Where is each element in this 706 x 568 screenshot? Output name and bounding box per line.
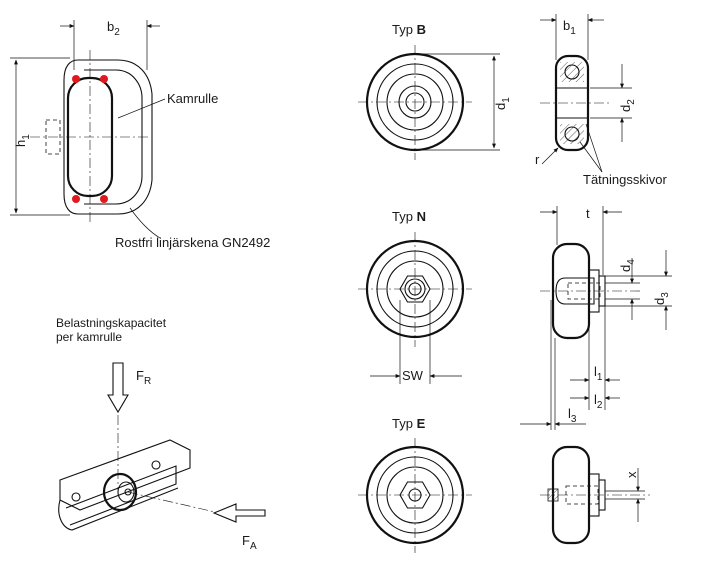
type-n-title: Typ N [392,209,426,224]
l2-label: l2 [594,392,603,411]
d1-label: d1 [493,97,512,110]
type-b-front-view: Typ B d1 [358,22,512,160]
b2-label: b2 [107,19,120,38]
fa-label: FA [242,533,257,552]
rail-label: Rostfri linjärskena GN2492 [115,235,270,250]
d4-label: d4 [618,259,637,272]
t-label: t [586,206,590,221]
type-e-title: Typ E [392,416,426,431]
r-label: r [535,152,540,167]
contact-point [72,195,80,203]
contact-point [72,75,80,83]
type-e-front-view: Typ E [358,416,472,553]
type-e-side-view: x [540,445,650,545]
type-b-section-view: b1 d2 r Tätningsskivor [535,14,667,187]
type-n-side-view: t d4 d3 l1 l2 l3 [520,206,672,430]
load-title-line2: per kamrulle [56,330,122,344]
rail-section-view: b2 h1 Kamrulle Rostfri linjärskena GN249… [10,19,270,250]
type-b-title: Typ B [392,22,426,37]
d2-label: d2 [618,99,637,112]
kamrulle-label: Kamrulle [167,91,218,106]
seals-label: Tätningsskivor [583,172,667,187]
x-label: x [624,471,639,478]
b1-label: b1 [563,18,576,37]
h1-label: h1 [13,134,32,147]
load-title-line1: Belastningskapacitet [56,316,167,330]
sw-label: SW [402,368,424,383]
contact-point [100,195,108,203]
fr-label: FR [136,368,151,387]
d3-label: d3 [652,292,671,305]
l1-label: l1 [594,364,603,383]
type-n-front-view: Typ N SW [358,209,472,384]
l3-label: l3 [568,406,577,425]
contact-point [100,75,108,83]
load-capacity-view: Belastningskapacitet per kamrulle FR FA [56,316,266,552]
